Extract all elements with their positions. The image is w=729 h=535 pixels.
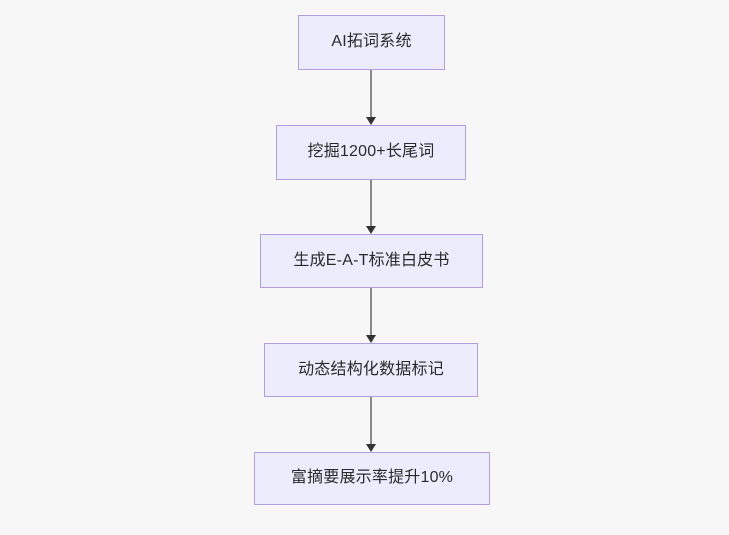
edge-line — [370, 70, 372, 118]
arrowhead-down-icon — [366, 335, 376, 343]
arrowhead-down-icon — [366, 444, 376, 452]
edge-line — [370, 180, 372, 227]
flow-node[interactable]: 富摘要展示率提升10% — [254, 452, 490, 505]
flow-node-label: 富摘要展示率提升10% — [290, 469, 454, 487]
arrowhead-down-icon — [366, 117, 376, 125]
flow-edge — [366, 70, 376, 125]
flow-edge — [366, 180, 376, 234]
flow-node-label: 动态结构化数据标记 — [298, 360, 444, 378]
flow-node-label: 生成E-A-T标准白皮书 — [293, 251, 450, 269]
flow-node[interactable]: AI拓词系统 — [298, 15, 445, 70]
arrowhead-down-icon — [366, 226, 376, 234]
flow-node[interactable]: 生成E-A-T标准白皮书 — [260, 234, 483, 288]
flow-node[interactable]: 挖掘1200+长尾词 — [276, 125, 466, 180]
flow-edge — [366, 397, 376, 452]
edge-line — [370, 397, 372, 445]
edge-line — [370, 288, 372, 336]
flow-node-label: 挖掘1200+长尾词 — [307, 143, 435, 161]
flow-node[interactable]: 动态结构化数据标记 — [264, 343, 478, 397]
flow-edge — [366, 288, 376, 343]
flow-node-label: AI拓词系统 — [331, 33, 412, 51]
